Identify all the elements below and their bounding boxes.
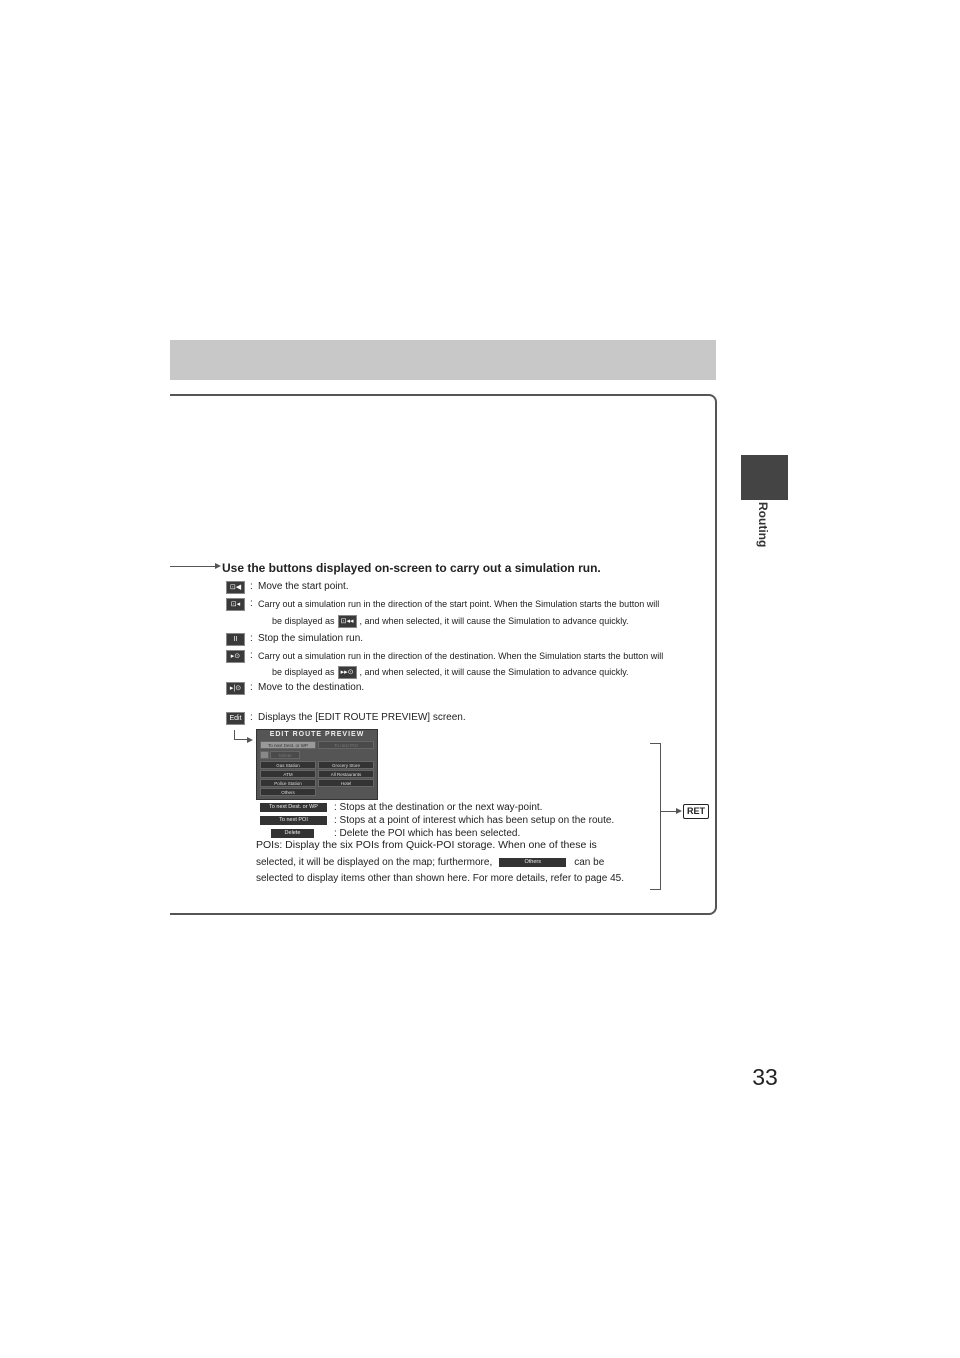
- poi-button[interactable]: Grocery Store: [318, 761, 374, 769]
- poi-button[interactable]: Police Station: [260, 779, 316, 787]
- edit-icon: Edit: [226, 712, 245, 725]
- text: can be: [574, 857, 605, 868]
- text: , and when selected, it will cause the S…: [359, 615, 629, 626]
- poi-button[interactable]: All Restaurants: [318, 770, 374, 778]
- poi-button[interactable]: ATM: [260, 770, 316, 778]
- legend-text: : Stops at the destination or the next w…: [334, 802, 543, 813]
- section-heading: Use the buttons displayed on-screen to c…: [222, 561, 601, 575]
- arrow-head-icon: [215, 563, 221, 569]
- run-to-start-icon: ⊡◂: [226, 598, 245, 611]
- edit-route-preview-screen: EDIT ROUTE PREVIEW To next Dest. or WP T…: [256, 729, 378, 800]
- item-text: Move the start point.: [258, 581, 349, 592]
- to-next-dest-button[interactable]: To next Dest. or WP: [260, 741, 316, 749]
- section-tab: [741, 455, 788, 500]
- item-text: Stop the simulation run.: [258, 633, 364, 644]
- item-text: Move to the destination.: [258, 682, 365, 693]
- to-next-dest-button-sample: To next Dest. or WP: [260, 803, 327, 812]
- text: be displayed as: [272, 615, 335, 626]
- colon: :: [250, 650, 253, 661]
- text: be displayed as: [272, 666, 335, 677]
- checkbox[interactable]: [260, 751, 269, 759]
- colon: :: [250, 581, 253, 592]
- poi-button[interactable]: Gas Station: [260, 761, 316, 769]
- section-header-band: [170, 340, 716, 380]
- arrow-head-icon: [247, 737, 253, 743]
- item-text-cont: be displayed as▸▸⊙, and when selected, i…: [272, 666, 629, 679]
- colon: :: [250, 598, 253, 609]
- connector-line: [234, 730, 235, 739]
- legend-text: : Delete the POI which has been selected…: [334, 828, 521, 839]
- to-next-poi-button[interactable]: To next POI: [318, 741, 374, 749]
- fast-rewind-icon: ⊡◂◂: [337, 615, 357, 628]
- heading-arrow: [170, 566, 216, 567]
- section-label: Routing: [756, 502, 770, 548]
- arrow-head-icon: [676, 808, 682, 814]
- item-text: Carry out a simulation run in the direct…: [258, 651, 664, 661]
- run-to-destination-icon: ▸⊙: [226, 650, 245, 663]
- bracket: [650, 743, 661, 890]
- item-text: Carry out a simulation run in the direct…: [258, 599, 660, 609]
- colon: :: [250, 682, 253, 693]
- content-frame: [170, 394, 717, 915]
- fast-forward-icon: ▸▸⊙: [337, 666, 357, 679]
- pois-note-line3: selected to display items other than sho…: [256, 873, 624, 884]
- poi-button[interactable]: Hotel: [318, 779, 374, 787]
- page-number: 33: [752, 1064, 778, 1090]
- screen-title: EDIT ROUTE PREVIEW: [269, 731, 365, 738]
- connector-line: [234, 739, 248, 740]
- ret-button-icon: RET: [683, 804, 709, 819]
- item-text-cont: be displayed as⊡◂◂, and when selected, i…: [272, 615, 629, 628]
- colon: :: [250, 712, 253, 723]
- ret-arrow: [661, 811, 677, 812]
- delete-button-sample: Delete: [271, 829, 314, 838]
- colon: :: [250, 633, 253, 644]
- others-button-sample: Others: [499, 857, 567, 867]
- move-start-icon: ⊡◀: [226, 581, 245, 594]
- pois-note-line1: POIs: Display the six POIs from Quick-PO…: [256, 839, 597, 851]
- pause-icon: II: [226, 633, 245, 646]
- text: , and when selected, it will cause the S…: [359, 666, 629, 677]
- item-text: Displays the [EDIT ROUTE PREVIEW] screen…: [258, 712, 466, 723]
- move-destination-icon: ▸|⊙: [226, 682, 245, 695]
- text: selected, it will be displayed on the ma…: [256, 857, 493, 868]
- delete-button[interactable]: Delete: [270, 751, 300, 759]
- pois-note-line2: selected, it will be displayed on the ma…: [256, 857, 604, 868]
- legend-text: : Stops at a point of interest which has…: [334, 815, 615, 826]
- others-button[interactable]: Others: [260, 788, 316, 796]
- to-next-poi-button-sample: To next POI: [260, 816, 327, 825]
